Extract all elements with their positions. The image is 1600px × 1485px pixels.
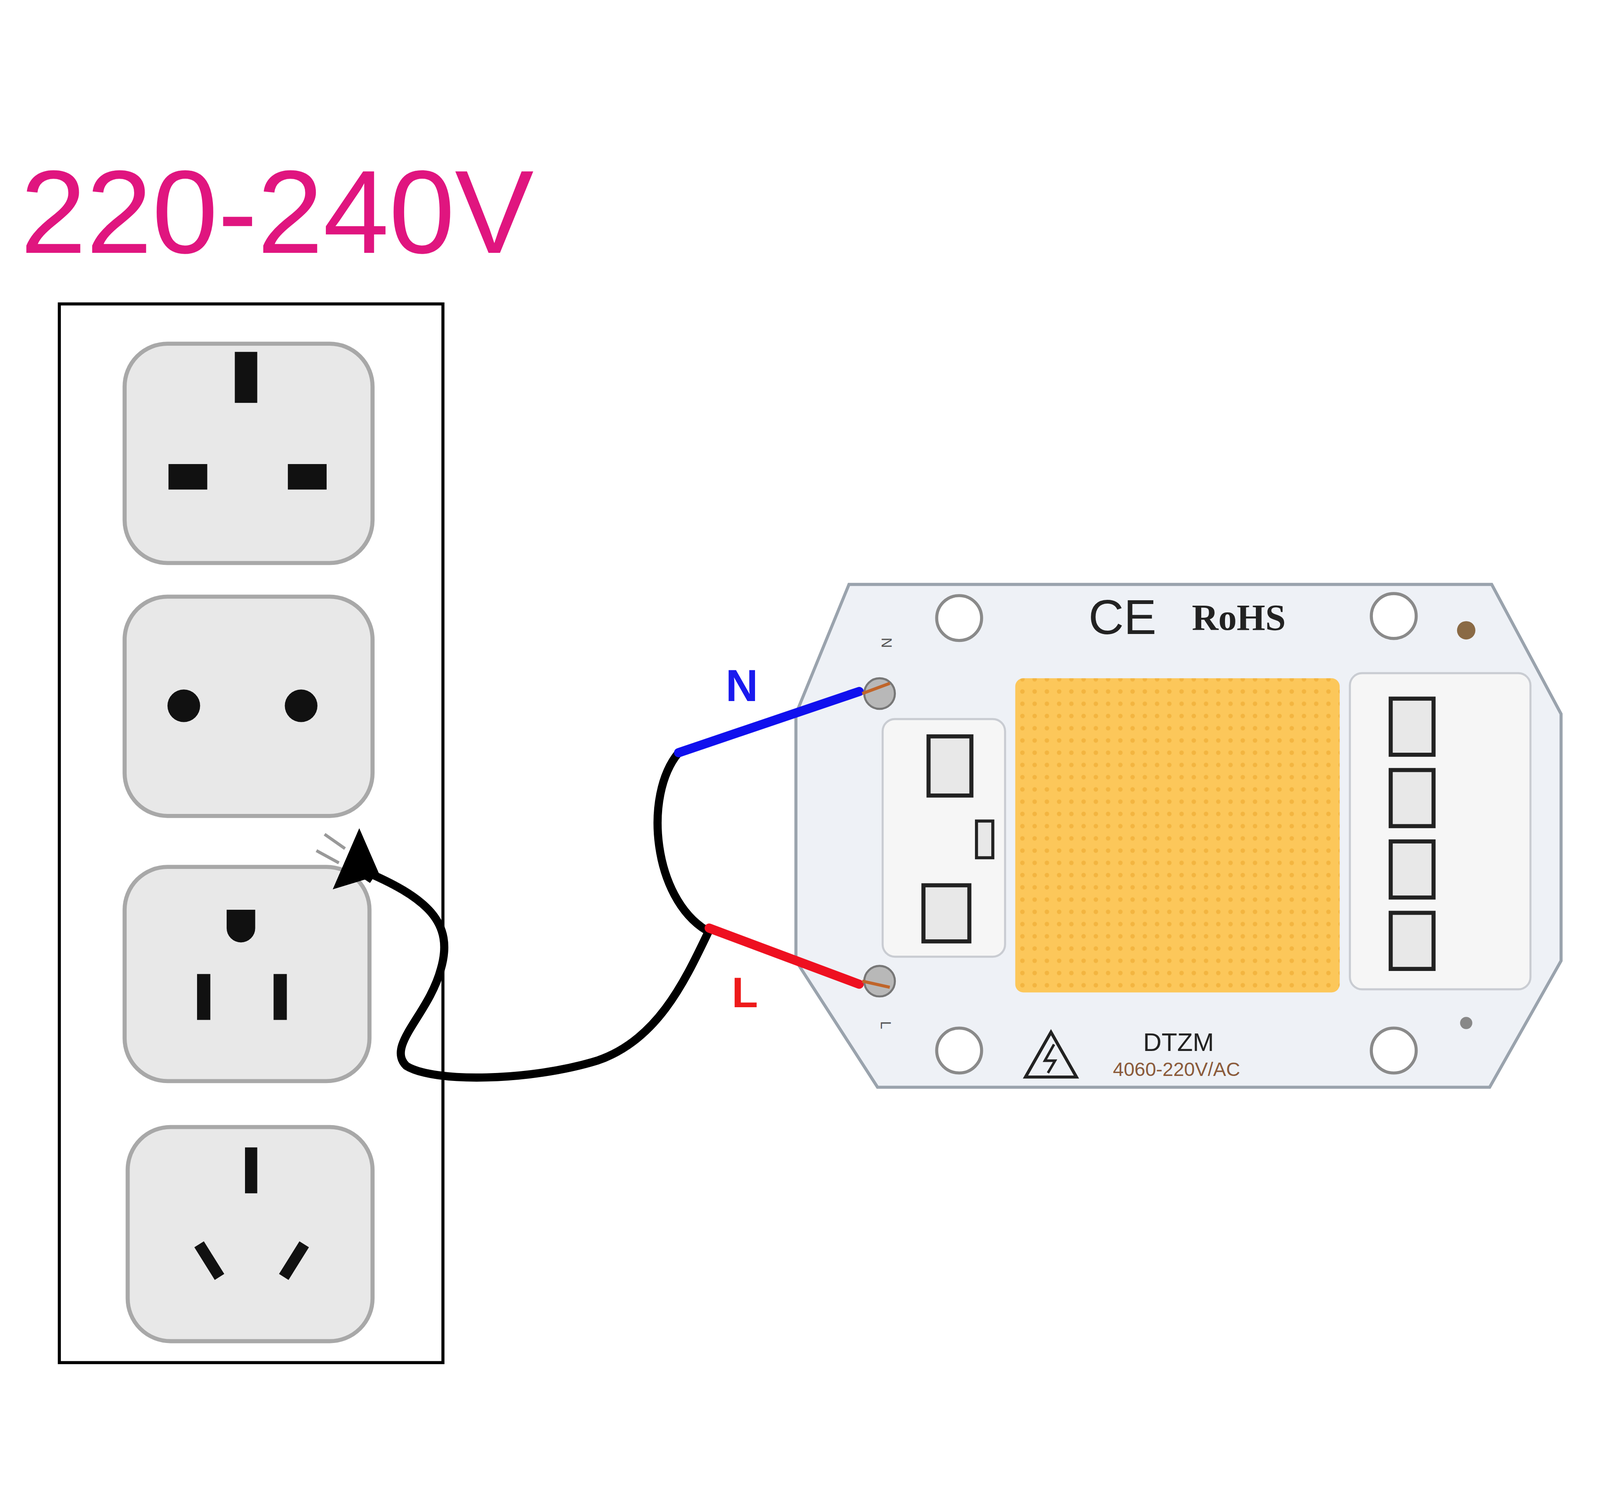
- sockets: [124, 343, 373, 1342]
- neutral-wire: [678, 691, 860, 753]
- led-board: [795, 584, 1561, 1088]
- warning-symbol: [1025, 1032, 1077, 1078]
- ce-mark: CE: [1088, 592, 1157, 643]
- wire-label: N: [725, 663, 758, 709]
- terminal-label: L: [878, 1021, 893, 1030]
- mount-holes: [936, 593, 1417, 1074]
- socket-panel: [59, 304, 443, 1364]
- led-chip: [1015, 678, 1340, 993]
- brand-label: DTZM: [1143, 1030, 1215, 1056]
- socket-holes: [167, 352, 327, 1278]
- terminals: [862, 678, 895, 997]
- driver-components: [882, 673, 1531, 990]
- power-cable: [359, 752, 710, 1078]
- wire-label: L: [731, 971, 758, 1015]
- terminal-label: N: [879, 637, 894, 648]
- marker-dot: [1457, 621, 1476, 640]
- marker-dot: [1460, 1017, 1473, 1030]
- rating-label: 4060-220V/AC: [1112, 1059, 1240, 1080]
- voltage-title: 220-240V: [20, 152, 534, 272]
- plug: [316, 828, 380, 890]
- live-wire: [709, 928, 860, 985]
- rohs-mark: RoHS: [1191, 599, 1286, 636]
